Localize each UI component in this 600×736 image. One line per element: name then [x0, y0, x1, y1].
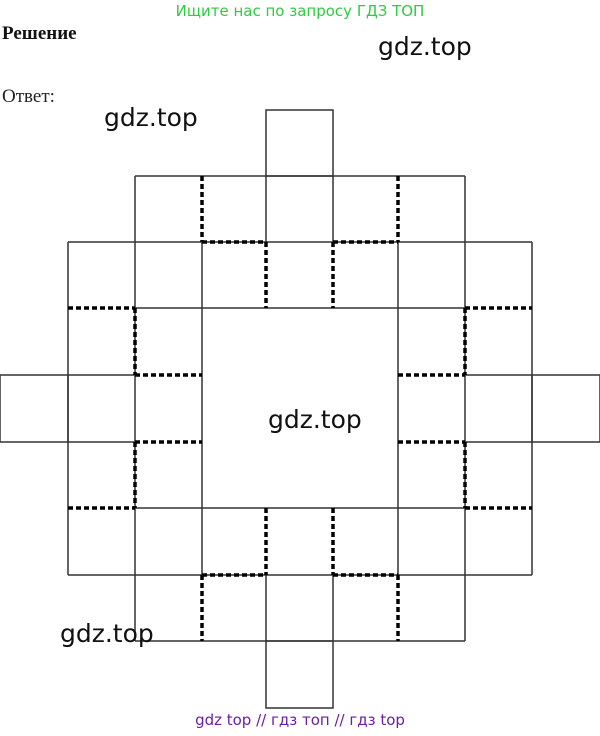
- watermark: gdz.top: [60, 619, 154, 648]
- footer-links[interactable]: gdz top // гдз топ // гдз top: [195, 711, 405, 729]
- watermark: gdz.top: [268, 405, 362, 434]
- answer-label: Ответ:: [2, 86, 55, 107]
- search-banner: Ищите нас по запросу ГДЗ ТОП: [175, 2, 425, 20]
- watermark: gdz.top: [378, 32, 472, 61]
- watermark: gdz.top: [104, 103, 198, 132]
- solution-heading: Решение: [2, 23, 77, 44]
